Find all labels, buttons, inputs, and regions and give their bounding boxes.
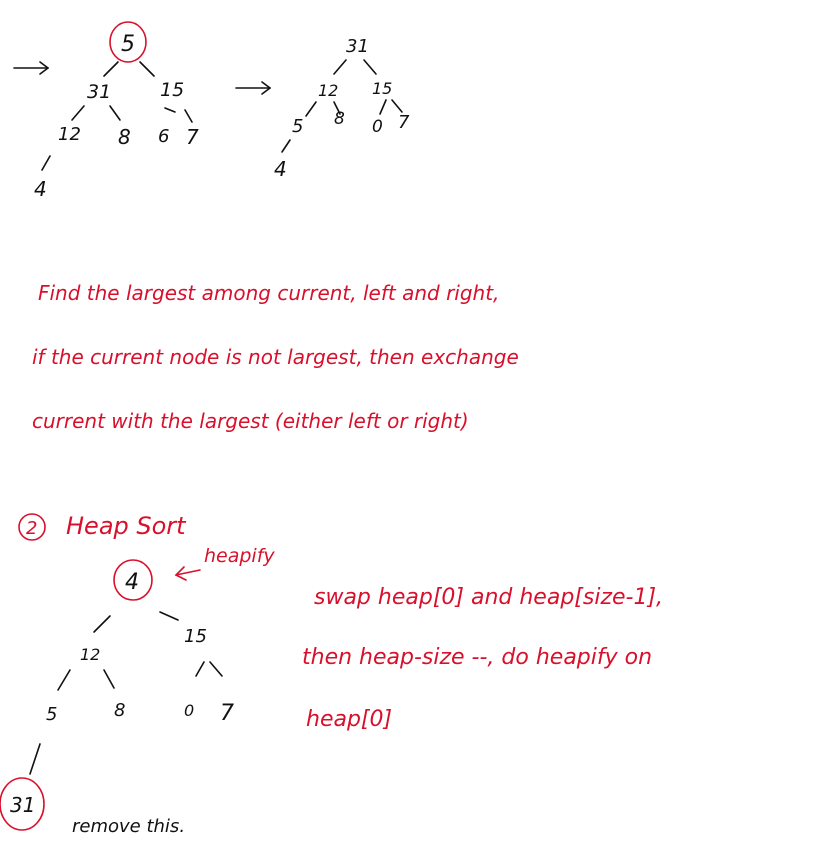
arrow-left-icon xyxy=(174,566,201,581)
tree-before-node-12: 12 xyxy=(58,124,81,145)
tree-before-node-4: 4 xyxy=(34,177,47,201)
arrow-icon xyxy=(13,61,50,75)
tree-edge xyxy=(391,99,403,113)
tree-sort-node-31: 31 xyxy=(10,793,35,817)
tree-edge xyxy=(29,743,41,775)
tree-after-node-15: 15 xyxy=(372,79,392,98)
tree-before-node-8: 8 xyxy=(118,125,131,149)
tree-edge xyxy=(184,109,193,123)
heapify-note-line-1: Find the largest among current, left and… xyxy=(38,281,499,305)
tree-before-node-6: 6 xyxy=(158,126,169,147)
tree-after-node-4: 4 xyxy=(274,157,287,181)
tree-before-node-31: 31 xyxy=(87,81,111,103)
circled-last-node-marker xyxy=(0,777,45,831)
sort-note-line-1: swap heap[0] and heap[size-1], xyxy=(314,585,663,610)
section-number: 2 xyxy=(26,518,37,539)
tree-after-root: 31 xyxy=(346,36,369,57)
tree-sort-node-8: 8 xyxy=(114,700,125,721)
tree-edge xyxy=(333,101,341,115)
tree-sort-node-5: 5 xyxy=(46,704,57,725)
tree-sort-node-0: 0 xyxy=(184,701,194,720)
heap-sort-section: 2 Heap Sort 4 heapify 12 15 5 8 0 7 31 r… xyxy=(0,512,663,837)
tree-sort-node-12: 12 xyxy=(80,645,100,664)
tree-edge xyxy=(164,107,176,113)
circled-root-marker xyxy=(113,559,153,601)
tree-edge xyxy=(333,59,347,75)
heapify-notes: Find the largest among current, left and… xyxy=(32,281,519,433)
tree-after-node-8: 8 xyxy=(334,109,345,129)
tree-sort-node-7: 7 xyxy=(220,701,234,726)
tree-edge xyxy=(57,669,71,691)
tree-after-node-12: 12 xyxy=(318,81,338,100)
tree-edge xyxy=(209,661,223,677)
arrow-icon xyxy=(235,81,272,95)
tree-edge xyxy=(41,155,51,171)
circled-root-marker xyxy=(109,21,147,63)
tree-edge xyxy=(195,661,205,677)
tree-before: 5 31 15 12 8 6 7 4 xyxy=(13,21,199,201)
tree-edge xyxy=(103,669,115,689)
sort-note-line-2: then heap-size --, do heapify on xyxy=(302,645,652,670)
tree-edge xyxy=(139,61,155,77)
tree-after: 31 12 15 5 8 0 7 4 xyxy=(235,36,410,181)
tree-before-node-7: 7 xyxy=(186,125,199,149)
heap-sort-notes: swap heap[0] and heap[size-1], then heap… xyxy=(302,585,663,732)
tree-sort-node-15: 15 xyxy=(184,626,207,647)
tree-edge xyxy=(103,61,119,77)
section-title: Heap Sort xyxy=(66,512,187,540)
tree-after-node-0: 0 xyxy=(372,117,383,137)
heapify-note-line-3: current with the largest (either left or… xyxy=(32,409,469,433)
tree-edge xyxy=(159,611,179,621)
tree-edge xyxy=(379,99,387,115)
tree-edge xyxy=(305,101,317,117)
tree-before-root: 5 xyxy=(121,32,135,57)
tree-before-node-15: 15 xyxy=(160,79,184,101)
tree-edge xyxy=(363,59,377,75)
heapify-note-line-2: if the current node is not largest, then… xyxy=(32,345,519,369)
tree-edge xyxy=(109,105,121,121)
tree-edge xyxy=(281,139,291,153)
sort-note-line-3: heap[0] xyxy=(306,707,392,732)
section-number-marker xyxy=(18,513,46,541)
tree-sort-root: 4 xyxy=(125,570,139,595)
remove-note: remove this. xyxy=(72,816,185,837)
tree-edge xyxy=(71,105,85,121)
heapify-label: heapify xyxy=(204,545,275,567)
tree-after-node-5: 5 xyxy=(292,116,303,137)
tree-after-node-7: 7 xyxy=(398,112,410,133)
tree-edge xyxy=(93,615,111,633)
